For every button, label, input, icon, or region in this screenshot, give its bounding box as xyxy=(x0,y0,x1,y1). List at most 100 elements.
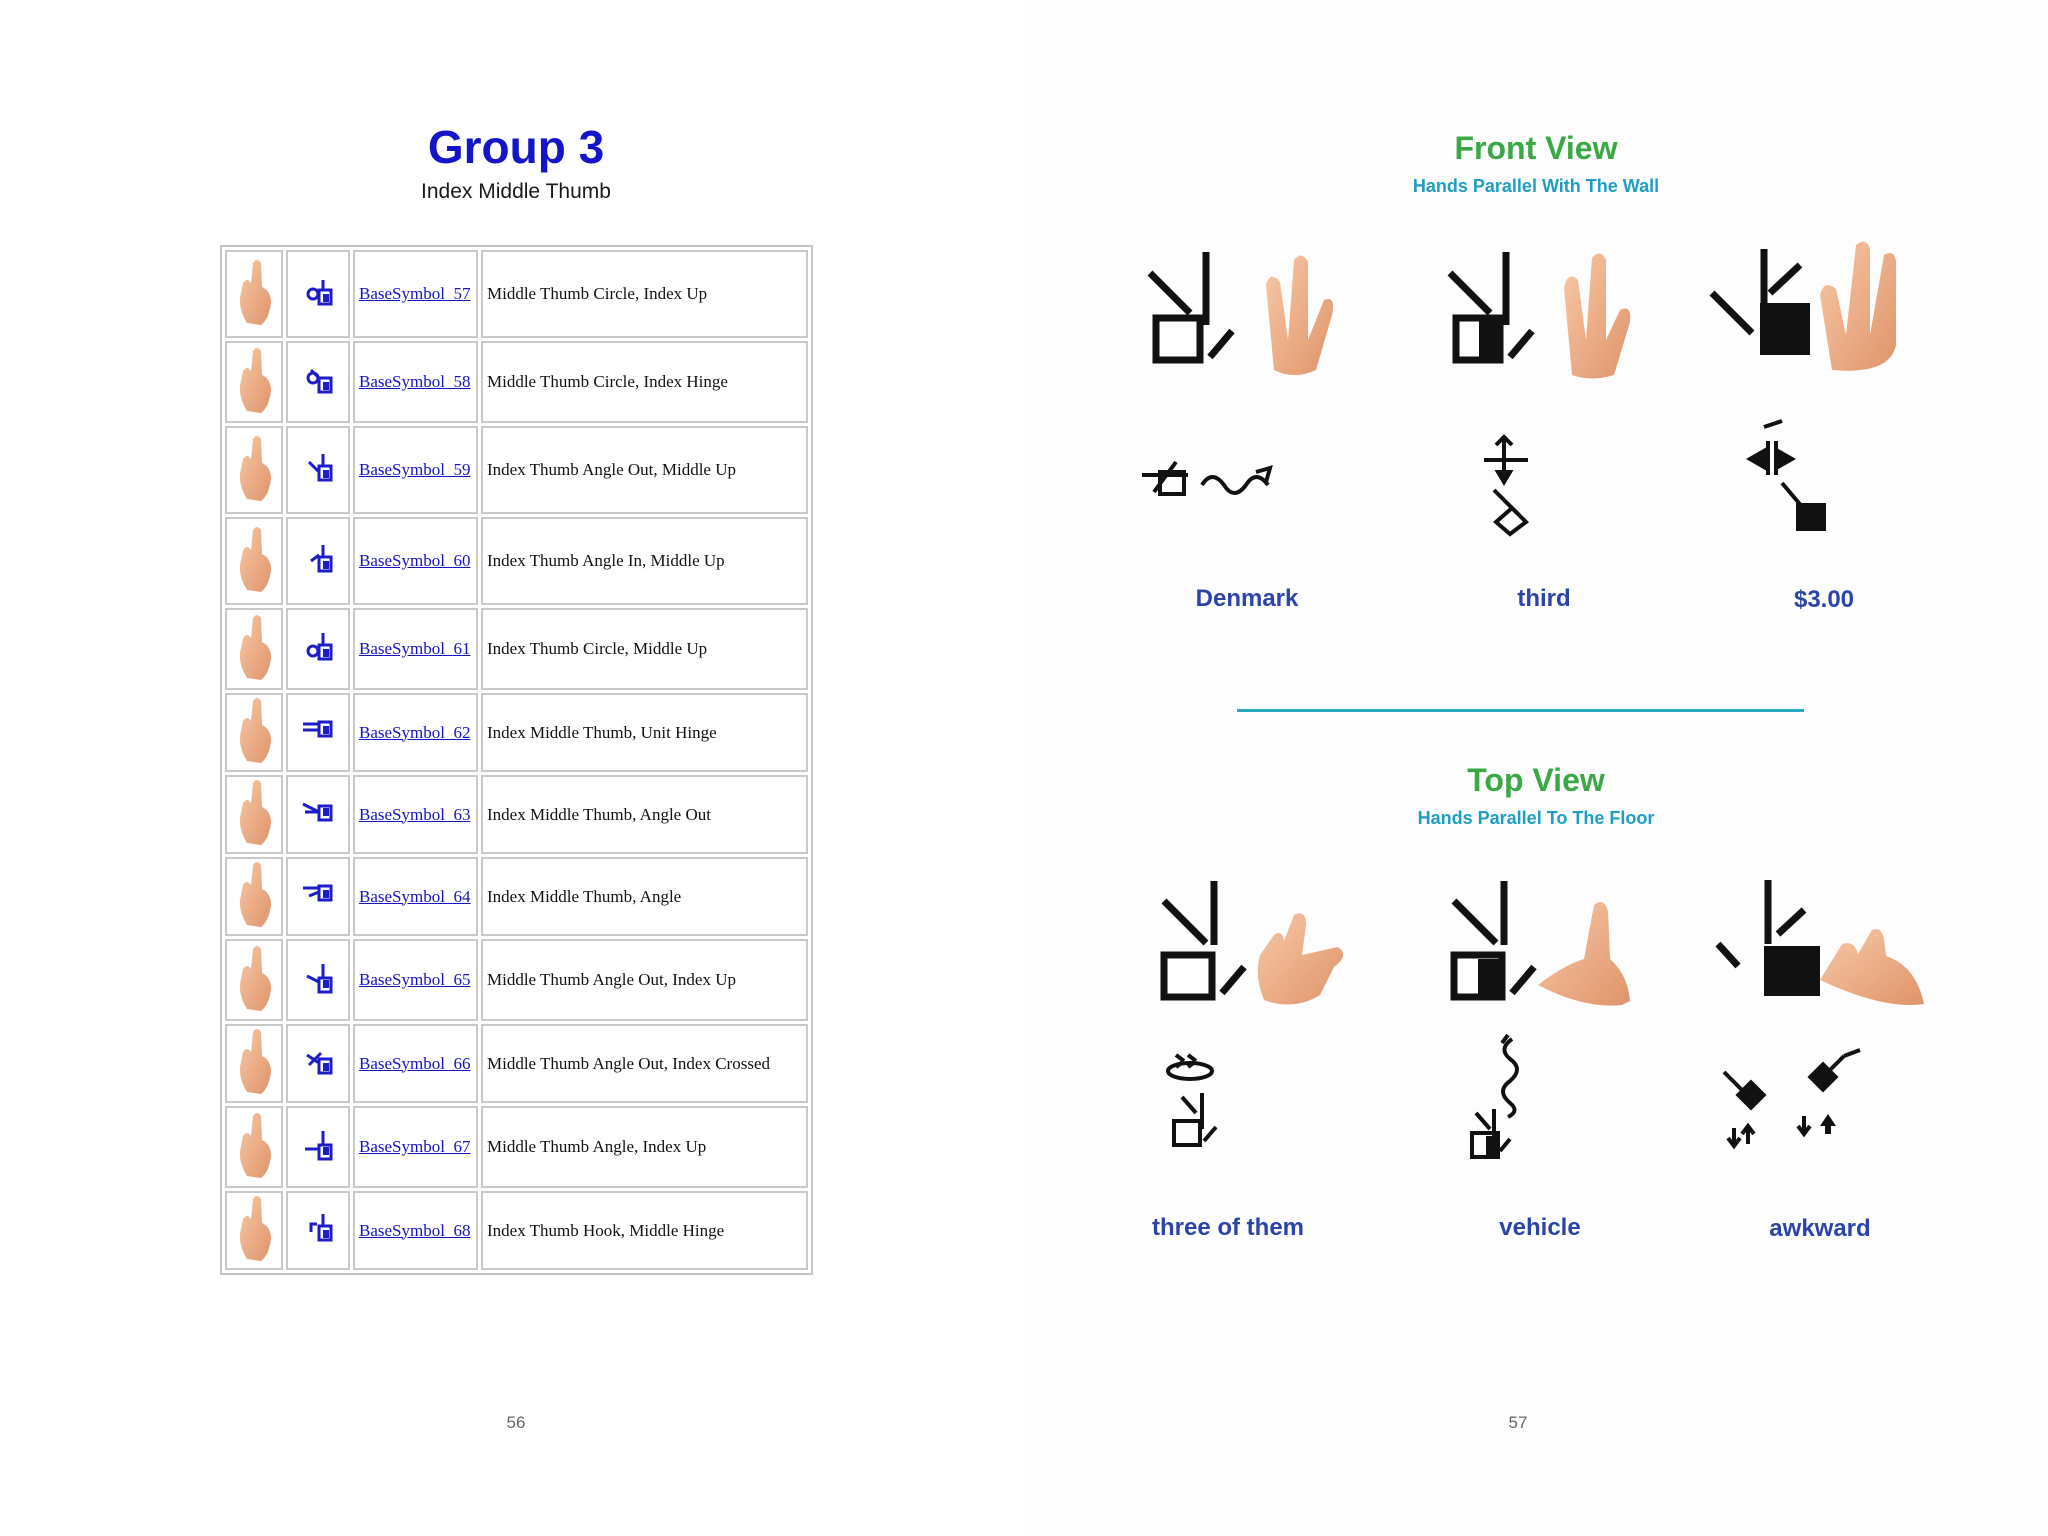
handshape-symbol-cell xyxy=(286,250,350,338)
table-row: BaseSymbol_61 Index Thumb Circle, Middle … xyxy=(225,608,808,690)
base-symbol-link[interactable]: BaseSymbol_67 xyxy=(359,1137,471,1156)
handshape-symbol-cell xyxy=(286,1106,350,1188)
symbol-link-cell: BaseSymbol_68 xyxy=(353,1191,478,1270)
handshape-symbol-icon xyxy=(306,632,333,660)
top-view-title: Top View xyxy=(1467,762,1605,798)
group-subtitle: Index Middle Thumb xyxy=(421,180,611,203)
handshape-symbol-icon xyxy=(309,1214,333,1242)
handshape-symbol-cell xyxy=(286,341,350,423)
base-symbol-link[interactable]: BaseSymbol_64 xyxy=(359,886,471,906)
symbol-description: Middle Thumb Angle, Index Up xyxy=(481,1106,808,1188)
hand-photo-icon xyxy=(239,862,271,927)
symbol-description: Index Thumb Hook, Middle Hinge xyxy=(481,1191,808,1270)
handshape-symbol-icon xyxy=(306,279,333,305)
group-title: Group 3 xyxy=(427,121,605,173)
base-symbol-link[interactable]: BaseSymbol_63 xyxy=(359,804,471,824)
sign-writing-icon xyxy=(1160,881,1344,1147)
sign-writing-icon xyxy=(1709,241,1896,531)
table-row: BaseSymbol_64 Index Middle Thumb, Angle xyxy=(225,857,808,936)
symbol-description: Index Thumb Angle Out, Middle Up xyxy=(481,426,808,514)
handshape-symbol-cell xyxy=(286,775,350,854)
symbol-description: Index Middle Thumb, Angle Out xyxy=(481,775,808,854)
table-row: BaseSymbol_57 Middle Thumb Circle, Index … xyxy=(225,250,808,338)
symbol-description: Middle Thumb Angle Out, Index Crossed xyxy=(481,1024,808,1103)
handshape-symbol-icon xyxy=(306,963,333,993)
handshape-symbol-cell xyxy=(286,1024,350,1103)
hand-photo-cell xyxy=(225,775,283,854)
hand-photo-cell xyxy=(225,1191,283,1270)
symbol-link-cell: BaseSymbol_59 xyxy=(353,426,478,514)
sign-writing-icon xyxy=(1142,252,1333,496)
hand-photo-icon xyxy=(239,259,271,325)
top-example-three-of-them xyxy=(1124,875,1354,1200)
section-divider xyxy=(1237,709,1804,712)
handshape-symbol-cell xyxy=(286,693,350,772)
front-caption-2: third xyxy=(1517,585,1571,612)
table-row: BaseSymbol_62 Index Middle Thumb, Unit Hi… xyxy=(225,693,808,772)
front-example-denmark xyxy=(1124,240,1344,575)
symbol-description: Index Thumb Angle In, Middle Up xyxy=(481,517,808,605)
symbol-description: Index Middle Thumb, Angle xyxy=(481,857,808,936)
left-page: Group 3 Index Middle Thumb BaseSymbol_57… xyxy=(220,124,813,1432)
hand-photo-cell xyxy=(225,608,283,690)
hand-photo-cell xyxy=(225,426,283,514)
handshape-symbol-cell xyxy=(286,857,350,936)
symbol-description: Index Middle Thumb, Unit Hinge xyxy=(481,693,808,772)
handshape-symbol-icon xyxy=(303,884,333,902)
base-symbol-link[interactable]: BaseSymbol_59 xyxy=(359,460,471,479)
front-view-title: Front View xyxy=(1454,130,1618,166)
symbol-link-cell: BaseSymbol_62 xyxy=(353,693,478,772)
symbol-link-cell: BaseSymbol_58 xyxy=(353,341,478,423)
hand-photo-cell xyxy=(225,693,283,772)
base-symbol-link[interactable]: BaseSymbol_57 xyxy=(359,284,471,303)
symbol-description: Index Thumb Circle, Middle Up xyxy=(481,608,808,690)
hand-photo-icon xyxy=(239,526,271,592)
hand-photo-cell xyxy=(225,250,283,338)
table-row: BaseSymbol_67 Middle Thumb Angle, Index U… xyxy=(225,1106,808,1188)
hand-photo-cell xyxy=(225,517,283,605)
top-example-vehicle xyxy=(1414,875,1644,1200)
handshape-symbol-icon xyxy=(302,802,333,822)
symbol-link-cell: BaseSymbol_65 xyxy=(353,939,478,1021)
front-example-dollars xyxy=(1700,235,1920,570)
handshape-symbol-cell xyxy=(286,939,350,1021)
top-caption-3: awkward xyxy=(1769,1215,1871,1242)
hand-photo-icon xyxy=(239,614,271,680)
base-symbol-link[interactable]: BaseSymbol_66 xyxy=(359,1053,471,1073)
base-symbol-link[interactable]: BaseSymbol_65 xyxy=(359,970,471,989)
right-page: Front View Hands Parallel With The Wall … xyxy=(1024,0,2048,1536)
handshape-symbol-icon xyxy=(306,1051,333,1075)
handshape-symbol-cell xyxy=(286,426,350,514)
top-caption-2: vehicle xyxy=(1499,1214,1581,1241)
symbol-link-cell: BaseSymbol_64 xyxy=(353,857,478,936)
hand-photo-icon xyxy=(239,1196,271,1261)
symbol-link-cell: BaseSymbol_61 xyxy=(353,608,478,690)
base-symbol-link[interactable]: BaseSymbol_61 xyxy=(359,639,471,658)
hand-photo-icon xyxy=(239,698,271,763)
hand-photo-cell xyxy=(225,939,283,1021)
table-row: BaseSymbol_65 Middle Thumb Angle Out, Ind… xyxy=(225,939,808,1021)
base-symbol-link[interactable]: BaseSymbol_58 xyxy=(359,372,471,391)
handshape-symbol-cell xyxy=(286,608,350,690)
symbol-link-cell: BaseSymbol_63 xyxy=(353,775,478,854)
page-number-left: 56 xyxy=(506,1413,526,1432)
hand-photo-icon xyxy=(239,945,271,1011)
hand-photo-cell xyxy=(225,341,283,423)
front-example-third xyxy=(1424,240,1644,575)
hand-photo-cell xyxy=(225,1024,283,1103)
table-row: BaseSymbol_68 Index Thumb Hook, Middle Hi… xyxy=(225,1191,808,1270)
base-symbol-link[interactable]: BaseSymbol_68 xyxy=(359,1220,471,1240)
table-row: BaseSymbol_66 Middle Thumb Angle Out, Ind… xyxy=(225,1024,808,1103)
table-row: BaseSymbol_63 Index Middle Thumb, Angle O… xyxy=(225,775,808,854)
symbol-description: Middle Thumb Circle, Index Up xyxy=(481,250,808,338)
sign-writing-icon xyxy=(1447,252,1631,537)
base-symbol-link[interactable]: BaseSymbol_60 xyxy=(359,551,471,570)
table-row: BaseSymbol_60 Index Thumb Angle In, Middl… xyxy=(225,517,808,605)
symbol-description: Middle Thumb Angle Out, Index Up xyxy=(481,939,808,1021)
base-symbol-link[interactable]: BaseSymbol_62 xyxy=(359,722,471,742)
handshape-symbol-icon xyxy=(307,453,333,481)
hand-photo-icon xyxy=(239,1112,271,1178)
hand-photo-icon xyxy=(239,435,271,501)
handshape-symbol-icon xyxy=(305,1130,333,1160)
handshape-symbol-icon xyxy=(306,368,333,393)
